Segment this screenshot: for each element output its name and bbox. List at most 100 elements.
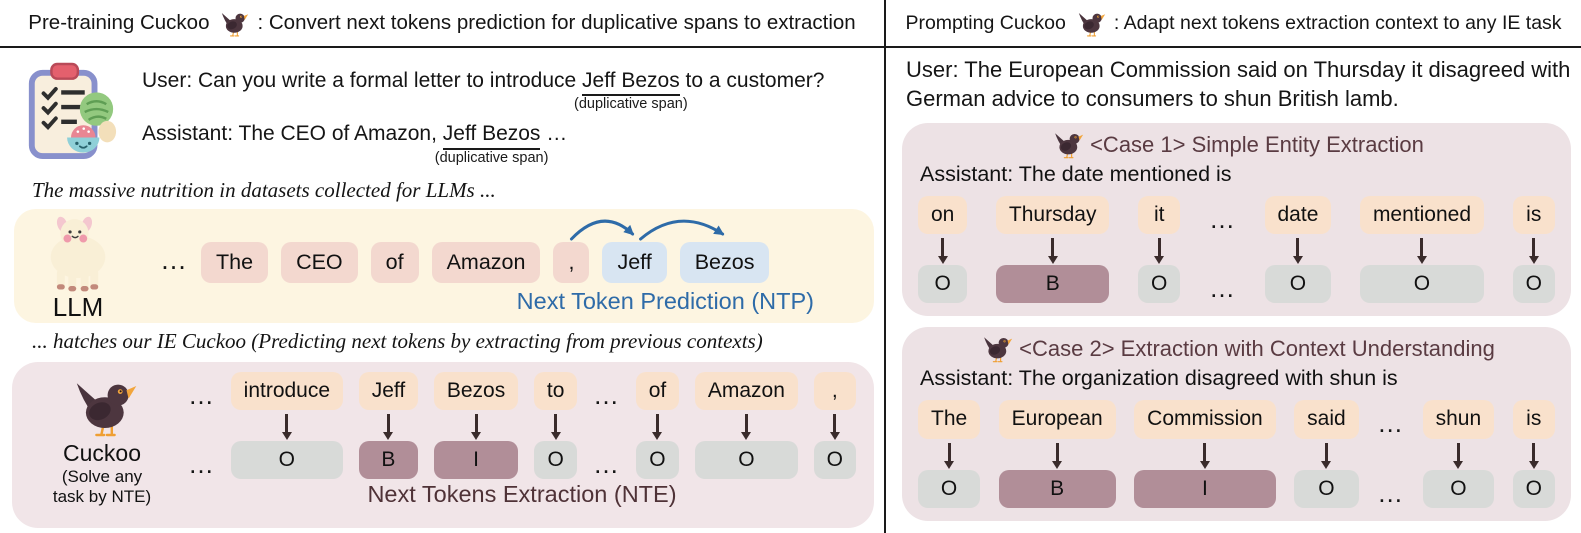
assistant-message-suffix: … — [546, 122, 568, 146]
tag-chip: B — [358, 441, 419, 480]
down-arrow-icon — [386, 414, 390, 433]
down-arrow-icon — [655, 414, 659, 433]
header-prompting: Prompting Cuckoo : Adapt next tokens ext… — [884, 0, 1581, 48]
down-arrow-icon — [1051, 238, 1055, 257]
llm-token-chip: The — [201, 242, 269, 283]
header-pretraining: Pre-training Cuckoo : Convert next token… — [0, 0, 884, 48]
down-arrow-icon — [285, 414, 289, 433]
assistant-message: Assistant: The CEO of Amazon, Jeff Bezos… — [142, 121, 824, 165]
pretraining-panel: User: Can you write a formal letter to i… — [0, 48, 884, 533]
duplicative-span-assistant: Jeff Bezos (duplicative span) — [435, 121, 549, 165]
cuckoo-model-side: Cuckoo (Solve any task by NTE) — [22, 372, 182, 524]
ellipsis: … — [188, 380, 215, 410]
case-1-assistant: Assistant: The date mentioned is — [920, 162, 1232, 187]
note-nutrition: The massive nutrition in datasets collec… — [32, 178, 496, 202]
case-2-title-row: <Case 2> Extraction with Context Underst… — [918, 332, 1555, 365]
ellipsis: … — [1377, 408, 1405, 439]
llm-token-chip: of — [370, 242, 419, 283]
dialogue-text: User: Can you write a formal letter to i… — [142, 56, 824, 166]
ellipsis: … — [188, 449, 215, 480]
duplicative-span-text: Jeff Bezos — [442, 122, 541, 146]
llm-label: LLM — [52, 292, 104, 322]
llm-token-chip: , — [553, 242, 590, 283]
tag-chip: O — [694, 441, 798, 480]
llm-token-chip: Amazon — [431, 242, 541, 283]
token-chip: date — [1264, 196, 1332, 235]
ellipsis: … — [160, 245, 188, 275]
tag-chip: I — [1134, 469, 1276, 508]
cuckoo-bird-icon — [983, 337, 1013, 363]
down-arrow-icon — [474, 414, 478, 433]
cuckoo-label: Cuckoo — [63, 440, 141, 466]
down-arrow-icon — [1157, 238, 1161, 257]
case-1-title: <Case 1> Simple Entity Extraction — [1090, 131, 1424, 157]
case-1-box: <Case 1> Simple Entity Extraction Assist… — [902, 123, 1571, 317]
duplicative-span-user: Jeff Bezos(duplicative span) — [574, 68, 688, 112]
token-chip: Jeff — [358, 372, 419, 411]
tag-chip: O — [1512, 265, 1555, 304]
nutrition-checklist-icon — [22, 56, 120, 168]
duplicative-span-text: Jeff Bezos — [582, 69, 680, 92]
llm-model-side: LLM — [26, 213, 130, 322]
nte-caption: Next Tokens Extraction (NTE) — [367, 481, 677, 508]
header-pretraining-suffix: : Convert next tokens prediction for dup… — [257, 11, 856, 34]
llm-token-chip: Bezos — [679, 242, 770, 283]
token-chip: it — [1138, 196, 1181, 235]
tag-chip: O — [635, 441, 680, 480]
down-arrow-icon — [1055, 442, 1059, 461]
token-chip: The — [918, 400, 981, 439]
down-arrow-icon — [554, 414, 558, 433]
duplicative-span-label: (duplicative span) — [434, 149, 549, 166]
token-chip: on — [918, 196, 968, 235]
ellipsis-column: …… — [188, 372, 215, 479]
tag-chip: B — [995, 265, 1110, 304]
user-message: User: Can you write a formal letter to i… — [142, 68, 824, 112]
token-chip: , — [813, 372, 856, 411]
down-arrow-icon — [833, 414, 837, 433]
down-arrow-icon — [1532, 238, 1536, 257]
tag-chip: I — [433, 441, 519, 480]
token-chip: Commission — [1134, 400, 1276, 439]
token-chip: of — [635, 372, 680, 411]
token-chip: is — [1512, 196, 1555, 235]
token-chip: mentioned — [1359, 196, 1485, 235]
case-2-title: <Case 2> Extraction with Context Underst… — [1019, 335, 1495, 361]
down-arrow-icon — [1203, 442, 1207, 461]
token-chip: introduce — [230, 372, 344, 411]
ellipsis-column: …… — [1377, 400, 1404, 507]
ntp-arc — [569, 219, 635, 241]
user-message-prefix: User: Can you write a formal letter to i… — [142, 69, 577, 92]
tag-chip: O — [1359, 265, 1485, 304]
ellipsis-column: …… — [1209, 196, 1236, 303]
case-2-box: <Case 2> Extraction with Context Underst… — [902, 327, 1571, 521]
case-2-assistant: Assistant: The organization disagreed wi… — [920, 366, 1398, 391]
prompting-panel: User: The European Commission said on Th… — [884, 48, 1581, 533]
assistant-message-prefix: Assistant: The CEO of Amazon, — [142, 122, 437, 146]
token-chip: Amazon — [694, 372, 798, 411]
note-hatches: ... hatches our IE Cuckoo (Predicting ne… — [32, 329, 763, 353]
tag-chip: O — [1294, 469, 1359, 508]
ntp-caption: Next Token Prediction (NTP) — [516, 288, 814, 314]
llm-token-chip: Jeff — [602, 242, 667, 283]
ellipsis-column: …… — [593, 372, 620, 479]
cuckoo-bird-icon — [221, 11, 250, 36]
down-arrow-icon — [1456, 442, 1460, 461]
token-chip: shun — [1422, 400, 1495, 439]
cuckoo-bird-icon — [75, 381, 138, 437]
